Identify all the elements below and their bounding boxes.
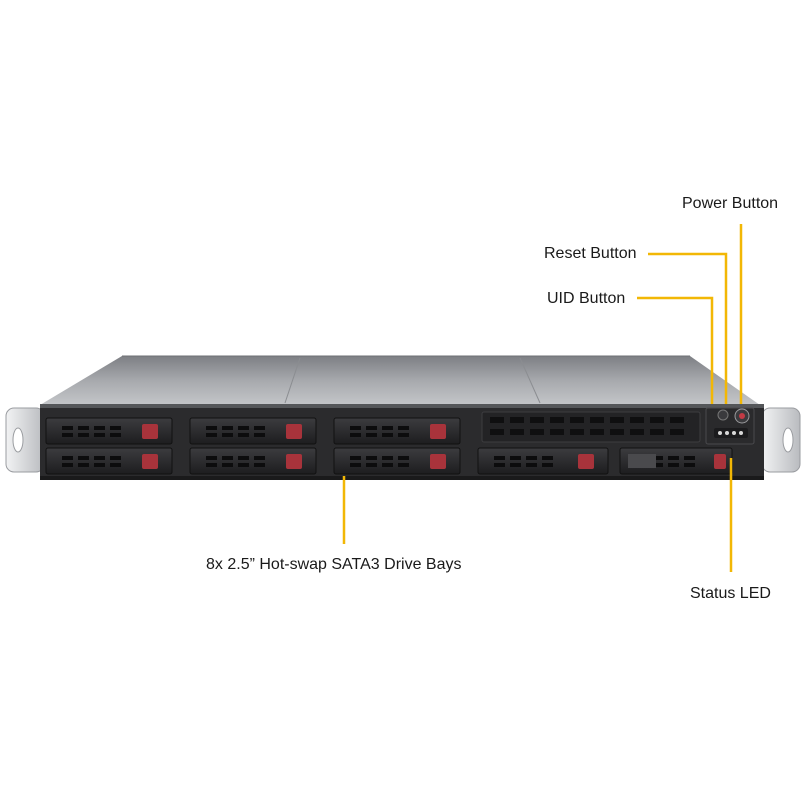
rack-ear-left bbox=[5, 407, 45, 473]
drive-bay[interactable] bbox=[333, 447, 461, 475]
reset-button-leader bbox=[648, 252, 728, 404]
drive-bay[interactable] bbox=[189, 447, 317, 475]
drive-bays-label: 8x 2.5” Hot-swap SATA3 Drive Bays bbox=[206, 556, 462, 573]
drive-bay[interactable] bbox=[333, 417, 461, 445]
drive-latch-icon[interactable] bbox=[430, 424, 446, 439]
drive-bay[interactable] bbox=[45, 447, 173, 475]
drive-latch-icon[interactable] bbox=[142, 454, 158, 469]
uid-button-leader bbox=[637, 296, 714, 404]
status-led-label: Status LED bbox=[690, 585, 771, 602]
drive-bay[interactable] bbox=[477, 447, 609, 475]
leader-lines bbox=[342, 224, 743, 572]
drive-bay[interactable] bbox=[189, 417, 317, 445]
drive-latch-icon[interactable] bbox=[286, 454, 302, 469]
drive-latch-icon[interactable] bbox=[142, 424, 158, 439]
drive-bays bbox=[45, 417, 733, 475]
reset-button-label: Reset Button bbox=[544, 245, 637, 262]
control-panel bbox=[705, 407, 755, 445]
drive-latch-icon[interactable] bbox=[286, 424, 302, 439]
reset-button-icon bbox=[717, 409, 729, 421]
power-button-label: Power Button bbox=[682, 195, 779, 212]
drive-latch-icon[interactable] bbox=[430, 454, 446, 469]
drive-latch-icon[interactable] bbox=[714, 454, 726, 469]
status-led-icon bbox=[718, 431, 722, 435]
drive-latch-icon[interactable] bbox=[578, 454, 594, 469]
uid-button-label: UID Button bbox=[547, 290, 626, 307]
drive-bay[interactable] bbox=[45, 417, 173, 445]
chassis-top bbox=[40, 356, 760, 405]
rack-ear-right bbox=[761, 407, 801, 473]
drive-bay[interactable] bbox=[619, 447, 733, 475]
front-vents bbox=[481, 411, 701, 443]
